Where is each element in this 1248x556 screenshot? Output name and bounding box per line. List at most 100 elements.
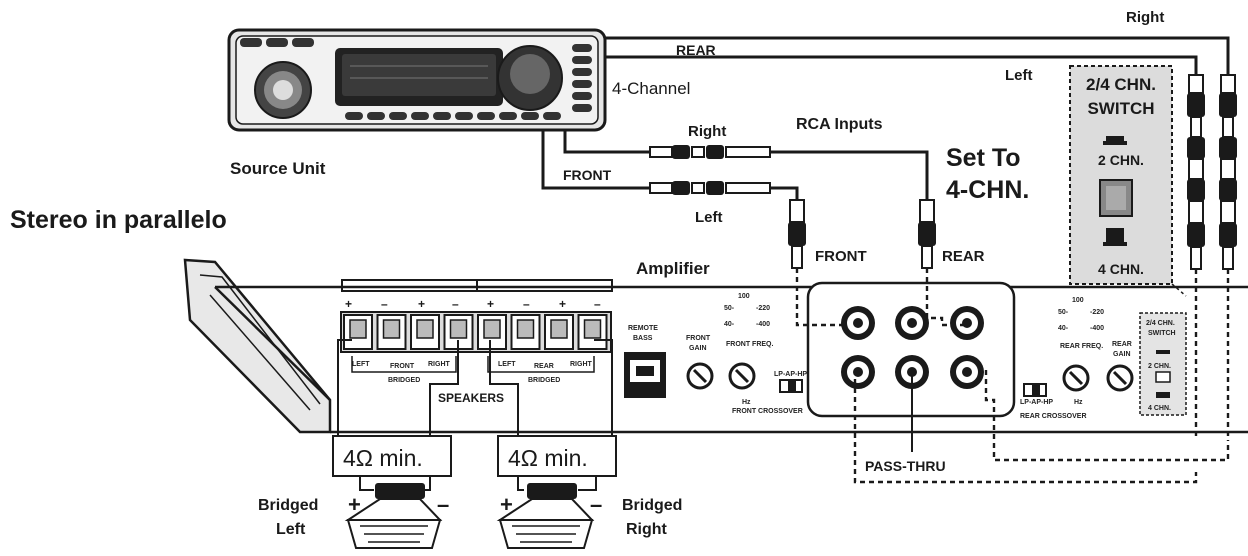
freq-val: 50- bbox=[724, 305, 735, 312]
terminal-sign: + bbox=[345, 297, 352, 311]
freq-val: 100 bbox=[738, 293, 750, 300]
rear-gain-knob bbox=[1106, 364, 1134, 392]
rear-gain-label-1: REAR bbox=[1112, 341, 1132, 348]
front-hz-label: Hz bbox=[742, 399, 751, 406]
freq-val: 40- bbox=[1058, 325, 1069, 332]
rca-jack-pin bbox=[907, 367, 917, 377]
speaker-left-minus: – bbox=[437, 492, 449, 517]
rear-lp-ap-hp-label: LP-AP-HP bbox=[1020, 399, 1053, 406]
terminal-sign: – bbox=[381, 297, 388, 311]
terminal-screw-icon bbox=[550, 319, 568, 339]
front-crossover-switch bbox=[779, 379, 803, 393]
impedance-box-left bbox=[332, 435, 452, 477]
left-front-label: Left bbox=[695, 209, 723, 226]
rca-inputs-label: RCA Inputs bbox=[796, 116, 883, 133]
speaker-left bbox=[344, 483, 443, 549]
diagram-title: Stereo in parallelo bbox=[10, 206, 227, 234]
rear-hz-label: Hz bbox=[1074, 399, 1083, 406]
freq-val: 100 bbox=[1072, 297, 1084, 304]
rca-connector-left bbox=[649, 181, 771, 195]
front-gain-label-2: GAIN bbox=[689, 345, 707, 352]
rear-crossover-switch bbox=[1023, 383, 1047, 397]
switch-title-line1: 2/4 CHN. bbox=[1086, 75, 1156, 94]
speaker-right bbox=[496, 483, 595, 549]
remote-bass-label-1: REMOTE bbox=[628, 325, 658, 332]
input-front-label: FRONT bbox=[815, 248, 867, 265]
mini-4chn-label: 4 CHN. bbox=[1148, 405, 1171, 412]
rca-connector-right bbox=[649, 145, 771, 159]
rca-input-panel bbox=[806, 281, 1016, 418]
terminal-screw-icon bbox=[583, 319, 602, 339]
speakers-label: SPEAKERS bbox=[438, 391, 504, 405]
terminal-sign: + bbox=[559, 297, 566, 311]
pass-thru-label: PASS-THRU bbox=[865, 458, 946, 474]
term-bridged-label: BRIDGED bbox=[388, 377, 420, 384]
mini-switch-label-1: 2/4 CHN. bbox=[1146, 320, 1175, 327]
terminal-sign: + bbox=[487, 297, 494, 311]
front-wire-label: FRONT bbox=[563, 167, 612, 183]
bridged-left-line2: Left bbox=[276, 521, 306, 538]
freq-val: -220 bbox=[1090, 309, 1104, 316]
bridged-brackets bbox=[351, 356, 595, 373]
terminal-sign: – bbox=[523, 297, 530, 311]
rear-freq-label: REAR FREQ. bbox=[1060, 343, 1103, 350]
front-freq-label: FRONT FREQ. bbox=[726, 341, 773, 348]
front-gain-knob bbox=[686, 362, 714, 390]
terminal-screw-icon bbox=[349, 319, 367, 339]
rca-jack-pin bbox=[962, 318, 972, 328]
rca-wires bbox=[541, 36, 1230, 200]
mini-switch-label-2: SWITCH bbox=[1148, 330, 1176, 337]
rear-wire-label: REAR bbox=[676, 42, 716, 58]
rear-crossover-label: REAR CROSSOVER bbox=[1020, 413, 1087, 420]
term-rear-label: REAR bbox=[534, 363, 554, 370]
switch-4chn-label: 4 CHN. bbox=[1098, 261, 1144, 277]
remote-bass-port bbox=[624, 352, 666, 398]
four-channel-label: 4-Channel bbox=[612, 79, 690, 98]
speaker-right-minus: – bbox=[590, 492, 602, 517]
switch-title-line2: SWITCH bbox=[1087, 99, 1154, 118]
dashed-routing bbox=[795, 268, 1230, 484]
terminal-screw-icon bbox=[449, 319, 468, 339]
speaker-right-plus: + bbox=[500, 492, 513, 517]
term-left-label: LEFT bbox=[352, 361, 370, 368]
rca-jack-pin bbox=[962, 367, 972, 377]
input-rear-label: REAR bbox=[942, 248, 985, 265]
front-lp-ap-hp-label: LP-AP-HP bbox=[774, 371, 807, 378]
mini-2chn-label: 2 CHN. bbox=[1148, 363, 1171, 370]
channel-switch-callout bbox=[1069, 65, 1187, 297]
terminal-sign: – bbox=[452, 297, 459, 311]
rca-plug-front-input bbox=[788, 199, 806, 269]
amp-channel-switch bbox=[1139, 312, 1187, 416]
impedance-left: 4Ω min. bbox=[343, 445, 423, 471]
rca-jack-pin bbox=[907, 318, 917, 328]
term-right-label: RIGHT bbox=[428, 361, 451, 368]
rca-plug-rear-input bbox=[918, 199, 936, 269]
terminal-signs: + – + – + – + – bbox=[345, 297, 601, 311]
terminal-screw-icon bbox=[483, 319, 501, 339]
switch-2chn-label: 2 CHN. bbox=[1098, 152, 1144, 168]
rca-chain-left-column bbox=[1187, 74, 1205, 270]
freq-val: -400 bbox=[1090, 325, 1104, 332]
left-rear-label: Left bbox=[1005, 67, 1033, 84]
rear-freq-knob bbox=[1062, 364, 1090, 392]
term-bridged2-label: BRIDGED bbox=[528, 377, 560, 384]
terminal-screw-icon bbox=[416, 319, 434, 339]
terminal-screw-icon bbox=[516, 319, 535, 339]
source-unit-label: Source Unit bbox=[230, 159, 326, 178]
rca-chain-right-column bbox=[1219, 74, 1237, 270]
set-to-value: 4-CHN. bbox=[946, 176, 1029, 204]
right-rear-label: Right bbox=[1126, 9, 1164, 26]
speaker-terminal-block bbox=[340, 311, 612, 353]
front-crossover-label: FRONT CROSSOVER bbox=[732, 408, 803, 415]
set-to-label: Set To bbox=[946, 144, 1021, 172]
freq-val: 40- bbox=[724, 321, 735, 328]
amplifier-label: Amplifier bbox=[636, 259, 710, 278]
freq-val: 50- bbox=[1058, 309, 1069, 316]
impedance-box-right bbox=[497, 435, 617, 477]
rear-gain-label-2: GAIN bbox=[1113, 351, 1131, 358]
impedance-right: 4Ω min. bbox=[508, 445, 588, 471]
source-unit bbox=[227, 28, 607, 132]
bridged-left-line1: Bridged bbox=[258, 497, 318, 514]
terminal-screw-icon bbox=[382, 319, 401, 339]
